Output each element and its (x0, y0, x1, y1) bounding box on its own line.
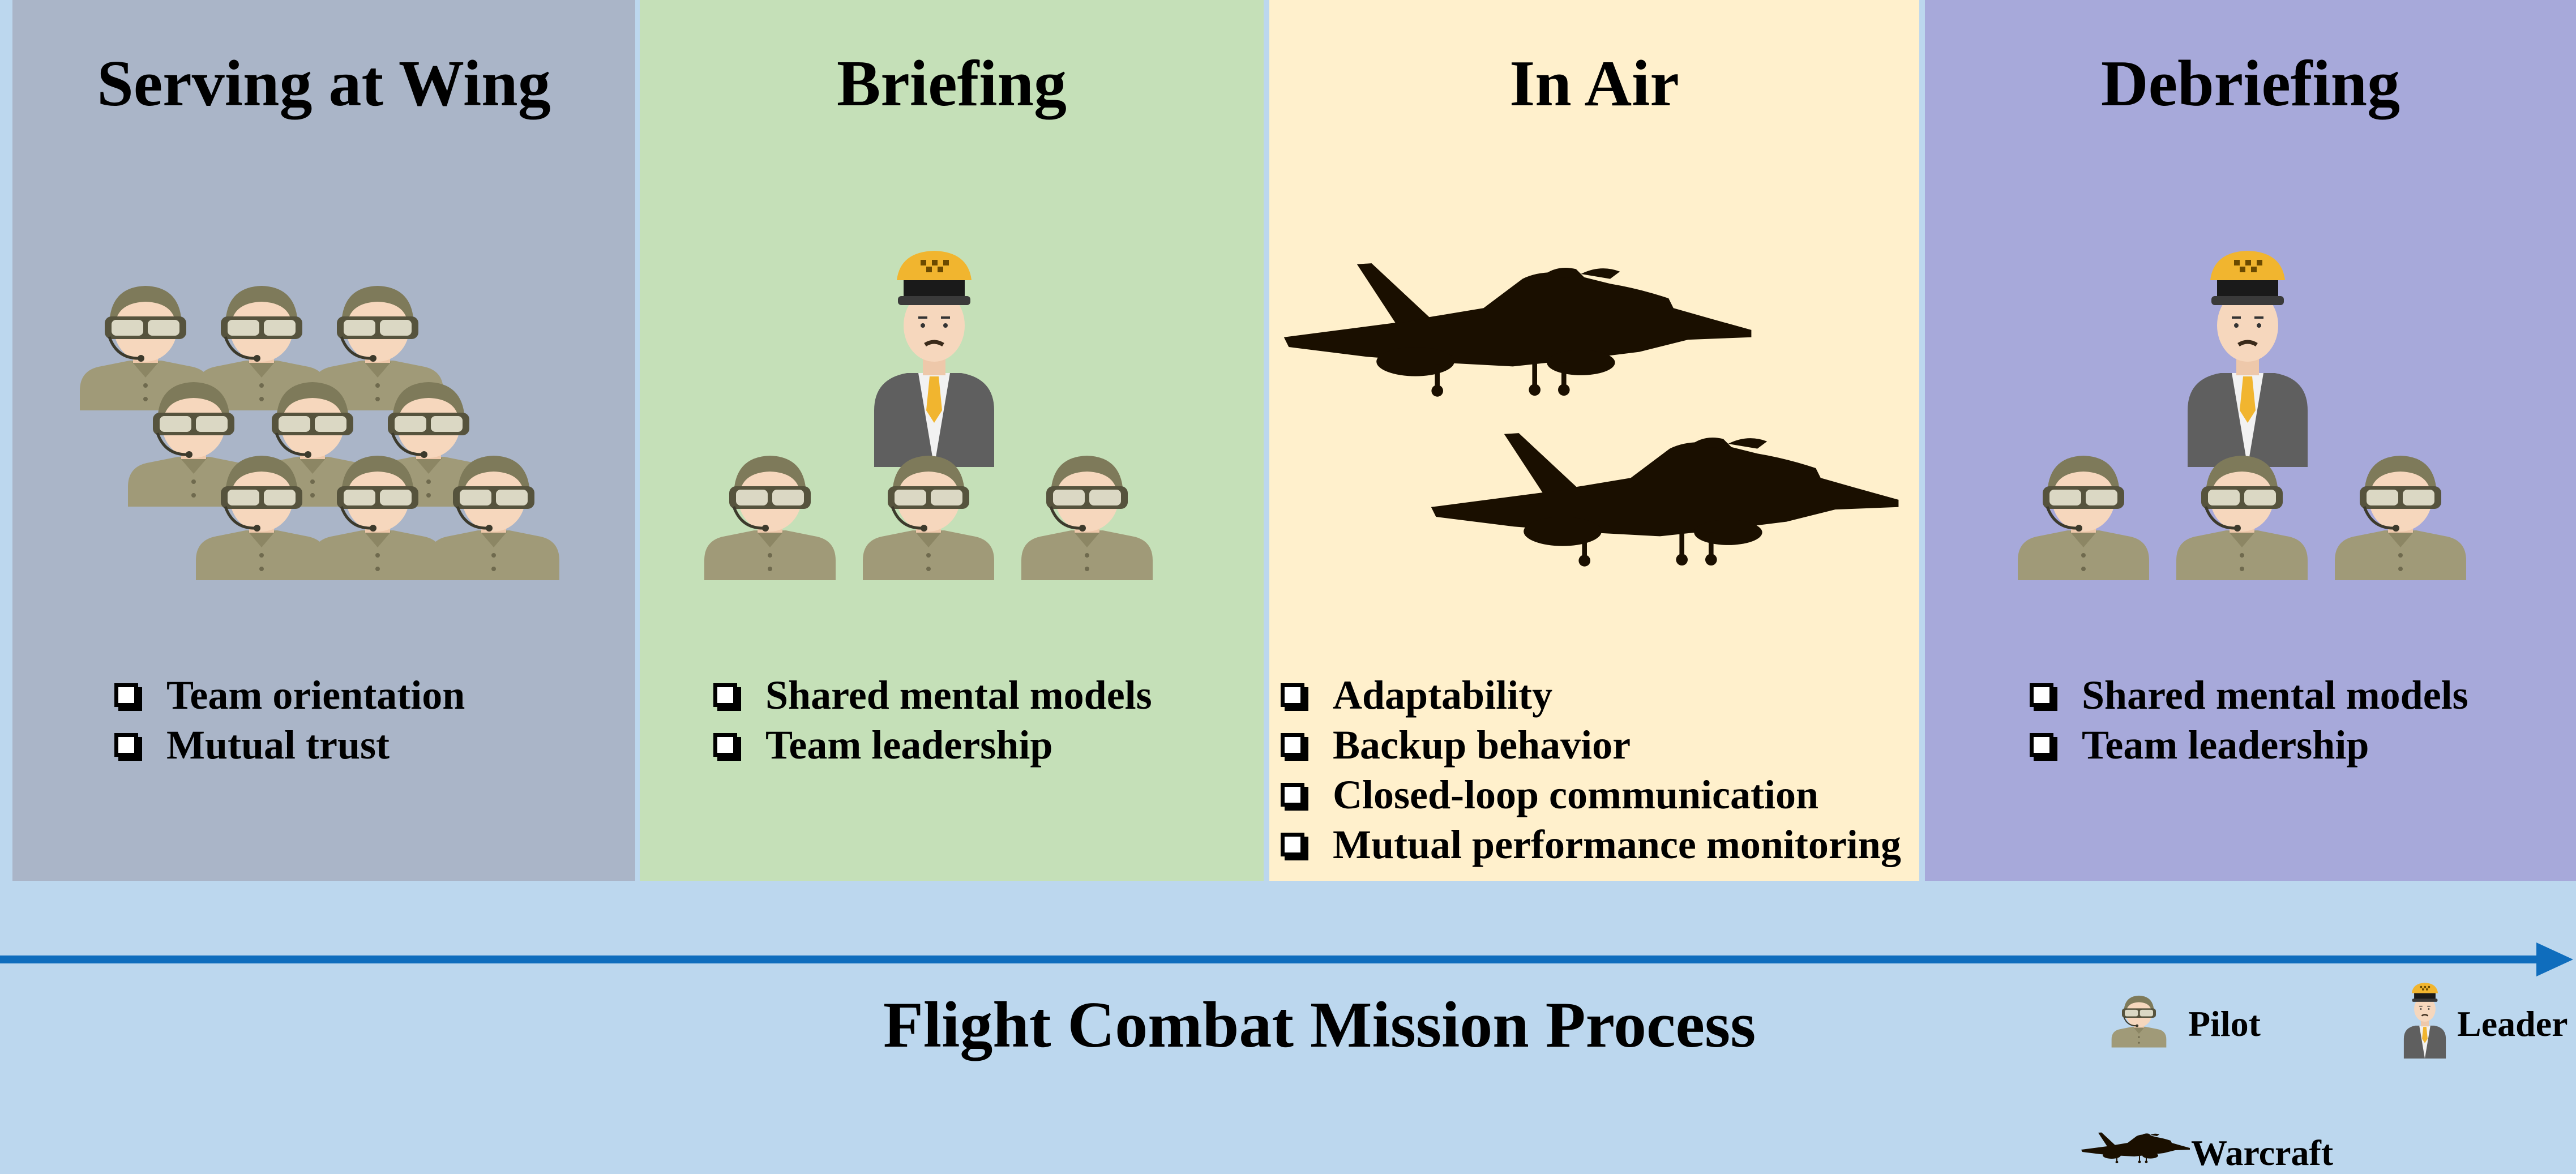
bullet-item: Adaptability (1281, 670, 1901, 720)
legend-label-leader: Leader (2457, 1004, 2568, 1044)
bullet-text: Team leadership (765, 722, 1053, 768)
legend-label-warcraft: Warcraft (2191, 1133, 2334, 1173)
panel-title-in-air: In Air (1509, 48, 1679, 120)
bullet-item: Mutual trust (114, 720, 465, 770)
timeline-label: Flight Combat Mission Process (883, 989, 1756, 1061)
debriefing-group-icon (2010, 241, 2519, 603)
bullet-list-serving-at-wing: Team orientation Mutual trust (114, 670, 465, 770)
bullet-item: Team leadership (713, 720, 1152, 770)
bullet-text: Mutual trust (166, 722, 390, 768)
panel-briefing: Briefing Shared mental models Team leade… (640, 0, 1264, 881)
checkbox-icon (713, 683, 737, 707)
bullet-item: Shared mental models (713, 670, 1152, 720)
checkbox-icon (713, 733, 737, 757)
checkbox-icon (2030, 733, 2053, 757)
pilot-icon (2111, 995, 2167, 1048)
panel-title-serving-at-wing: Serving at Wing (97, 48, 551, 120)
bullet-list-debriefing: Shared mental models Team leadership (2030, 670, 2468, 770)
checkbox-icon (1281, 783, 1304, 807)
bullet-text: Closed-loop communication (1333, 772, 1819, 817)
checkbox-icon (1281, 733, 1304, 757)
bullet-item: Closed-loop communication (1281, 770, 1901, 820)
panel-serving-at-wing: Serving at Wing Team orientation Mutual … (12, 0, 635, 881)
leader-icon (2403, 982, 2447, 1059)
checkbox-icon (114, 683, 138, 707)
bullet-list-briefing: Shared mental models Team leadership (713, 670, 1152, 770)
panel-title-debriefing: Debriefing (2100, 48, 2400, 120)
timeline-arrow (0, 942, 2573, 976)
bullet-text: Team leadership (2082, 722, 2369, 768)
panel-in-air: In Air Adaptability Backup behavior Clos… (1269, 0, 1919, 881)
panel-debriefing: Debriefing Shared mental models Team lea… (1925, 0, 2576, 881)
checkbox-icon (1281, 833, 1304, 856)
checkbox-icon (1281, 683, 1304, 707)
checkbox-icon (2030, 683, 2053, 707)
checkbox-icon (114, 733, 138, 757)
bullet-item: Shared mental models (2030, 670, 2468, 720)
bullet-list-in-air: Adaptability Backup behavior Closed-loop… (1281, 670, 1901, 869)
warcraft-icon (2081, 1132, 2190, 1163)
bullet-text: Shared mental models (2082, 672, 2468, 718)
bullet-item: Mutual performance monitoring (1281, 820, 1901, 869)
bullet-text: Mutual performance monitoring (1333, 822, 1901, 867)
bullet-text: Shared mental models (765, 672, 1152, 718)
panel-title-briefing: Briefing (837, 48, 1067, 120)
briefing-group-icon (696, 241, 1206, 603)
bullet-item: Backup behavior (1281, 720, 1901, 770)
timeline-arrow-head (2536, 942, 2573, 976)
bullet-text: Adaptability (1333, 672, 1553, 718)
warcraft-pair-icon (1283, 263, 1899, 567)
bullet-text: Team orientation (166, 672, 465, 718)
bullet-text: Backup behavior (1333, 722, 1631, 768)
bullet-item: Team orientation (114, 670, 465, 720)
pilot-crowd-icon (72, 258, 581, 603)
bullet-item: Team leadership (2030, 720, 2468, 770)
legend-label-pilot: Pilot (2188, 1004, 2261, 1044)
